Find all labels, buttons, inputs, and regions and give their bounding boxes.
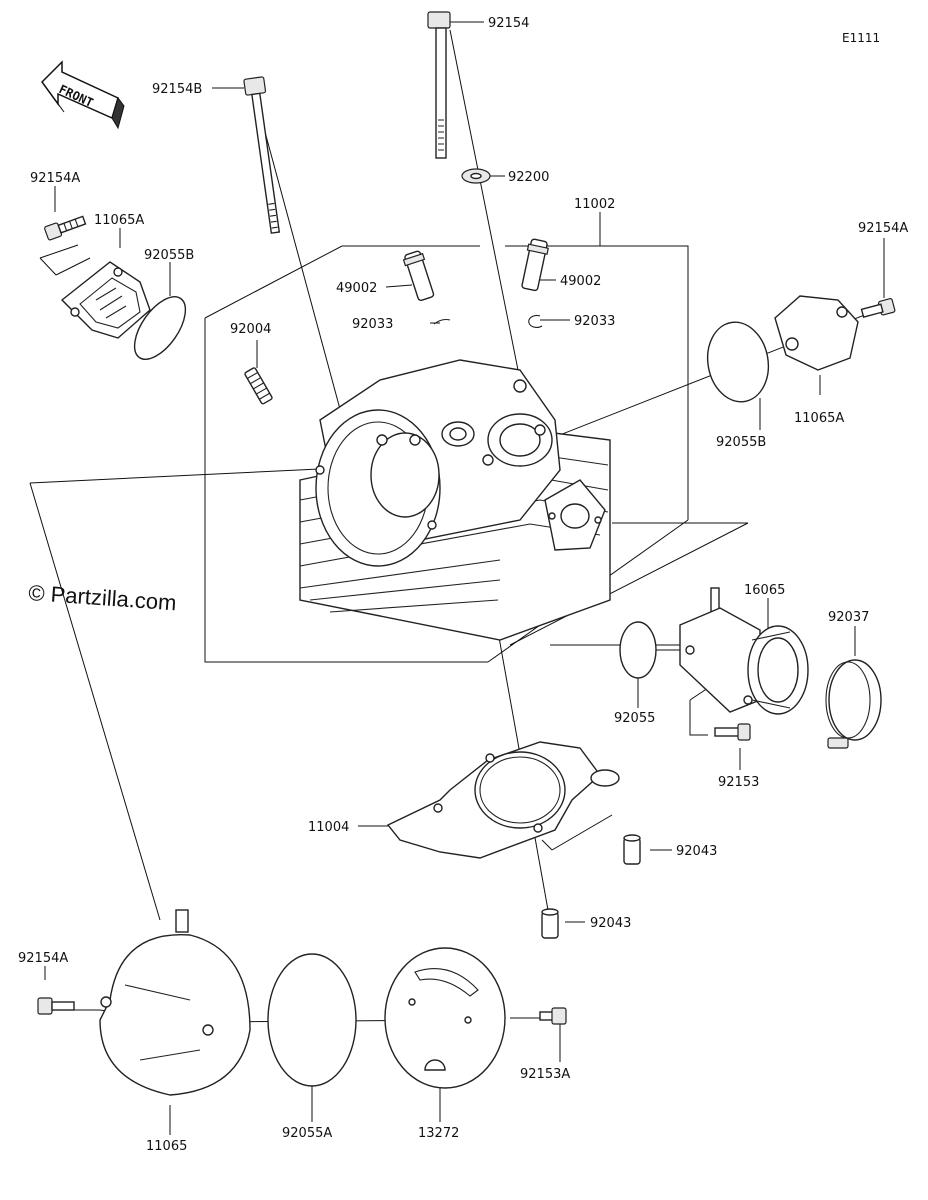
label-11004: 11004: [308, 820, 349, 835]
o-ring-92055A: [267, 953, 357, 1087]
cover-11065A-right: [774, 295, 859, 371]
label-11002: 11002: [574, 197, 615, 212]
label-92154: 92154: [488, 16, 529, 31]
clip-92033-right: [528, 314, 543, 328]
label-49002-left: 49002: [336, 281, 377, 296]
label-92033-left: 92033: [352, 317, 393, 332]
label-92153A: 92153A: [520, 1067, 570, 1082]
o-ring-92055: [619, 621, 657, 679]
label-92043-a: 92043: [676, 844, 717, 859]
label-16065: 16065: [744, 583, 785, 598]
bolt-92154A-bottom: [37, 997, 75, 1015]
label-92043-b: 92043: [590, 916, 631, 931]
label-92004: 92004: [230, 322, 271, 337]
label-13272: 13272: [418, 1126, 459, 1141]
label-92154A-right: 92154A: [858, 221, 908, 236]
bolt-92153A: [539, 1007, 567, 1025]
label-11065A-right: 11065A: [794, 411, 844, 426]
clip-92033-left: [433, 318, 451, 325]
bolt-92154A-left: [44, 215, 87, 241]
label-92033-right: 92033: [574, 314, 615, 329]
cover-11065: [99, 909, 251, 1096]
o-ring-92055B-left: [133, 296, 187, 360]
plate-13272: [384, 947, 506, 1089]
cylinder-head-11002: [299, 359, 611, 641]
label-92055B-left: 92055B: [144, 248, 194, 263]
label-92154B: 92154B: [152, 82, 202, 97]
cover-11065A-left: [60, 261, 151, 339]
label-11065A-left: 11065A: [94, 213, 144, 228]
label-92200: 92200: [508, 170, 549, 185]
label-92055B-right: 92055B: [716, 435, 766, 450]
label-92154A-bottom: 92154A: [18, 951, 68, 966]
label-92055: 92055: [614, 711, 655, 726]
bolt-92153: [714, 723, 751, 741]
label-92154A-top-left: 92154A: [30, 171, 80, 186]
valve-guide-49002-left: [402, 250, 435, 302]
front-arrow-icon: FRONT: [41, 60, 125, 130]
watermark: © Partzilla.com: [28, 580, 178, 615]
intake-16065: [679, 587, 809, 715]
bolt-92154B: [243, 76, 281, 234]
label-11065: 11065: [146, 1139, 187, 1154]
head-gasket-11004: [386, 741, 620, 859]
ref-code: E1111: [842, 31, 880, 45]
dowel-92043-a: [623, 834, 641, 865]
valve-guide-49002-right: [521, 238, 549, 292]
o-ring-92055B-right: [706, 321, 770, 403]
bolt-92154: [427, 11, 451, 159]
label-49002-right: 49002: [560, 274, 601, 289]
stud-92004: [244, 367, 273, 405]
label-92037: 92037: [828, 610, 869, 625]
label-92153: 92153: [718, 775, 759, 790]
clamp-92037: [825, 659, 882, 749]
label-92055A: 92055A: [282, 1126, 332, 1141]
part-labels: 92154 92154B 92200 11002 92154A 11065A 9…: [18, 16, 908, 1154]
dowel-92043-b: [541, 908, 559, 939]
bolt-92154A-right: [860, 298, 896, 318]
